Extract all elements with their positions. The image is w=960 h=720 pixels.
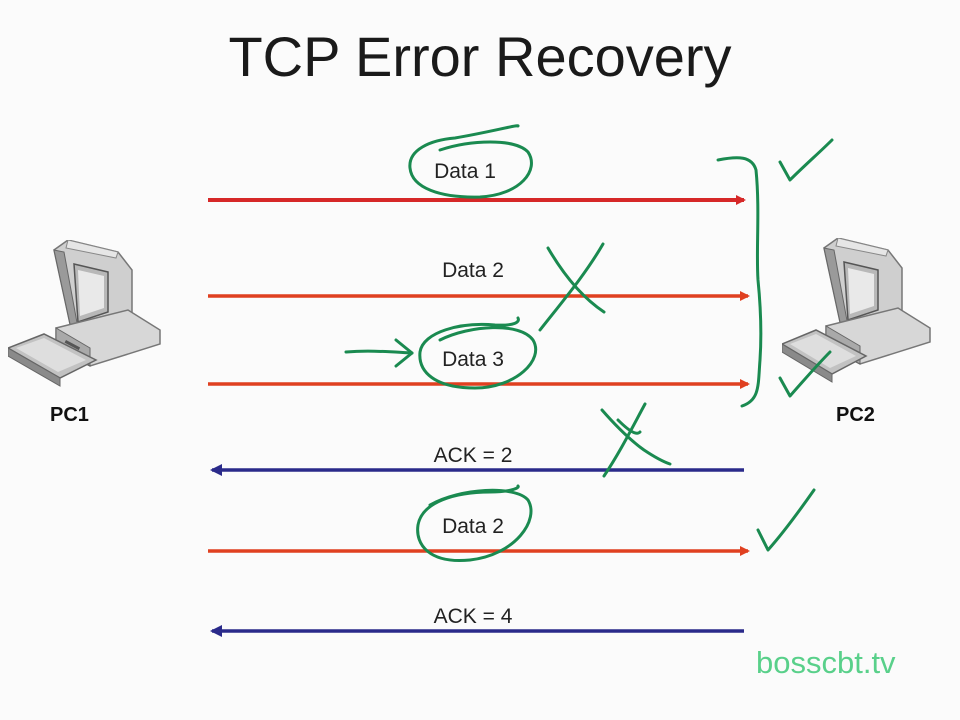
cross-icon [546, 246, 606, 314]
cross-icon [616, 418, 642, 435]
cross-icon [602, 402, 647, 478]
check-icon [778, 138, 834, 182]
check-icon [778, 350, 832, 398]
pc1-computer-icon [8, 240, 161, 387]
circle-icon [416, 484, 533, 563]
watermark: bosscbt.tv [756, 645, 896, 680]
diagram-title: TCP Error Recovery [228, 25, 732, 88]
data-2-label: Data 2 [442, 259, 504, 282]
brace-icon [716, 156, 763, 408]
ack-2-label: ACK = 2 [434, 444, 513, 467]
circle-icon [408, 124, 533, 199]
ack-4-label: ACK = 4 [434, 605, 513, 628]
pointer-arrow-icon [394, 338, 414, 368]
circle-icon [418, 316, 538, 390]
pointer-arrow-icon [344, 349, 414, 355]
data-1-label: Data 1 [434, 160, 496, 183]
cross-icon [538, 242, 605, 332]
check-icon [756, 488, 816, 552]
pc1-label: PC1 [50, 404, 89, 426]
data-2-retransmit-label: Data 2 [442, 515, 504, 538]
cross-icon [600, 408, 672, 466]
pc2-computer-icon [782, 238, 931, 383]
data-3-label: Data 3 [442, 348, 504, 371]
pc2-label: PC2 [836, 404, 875, 426]
